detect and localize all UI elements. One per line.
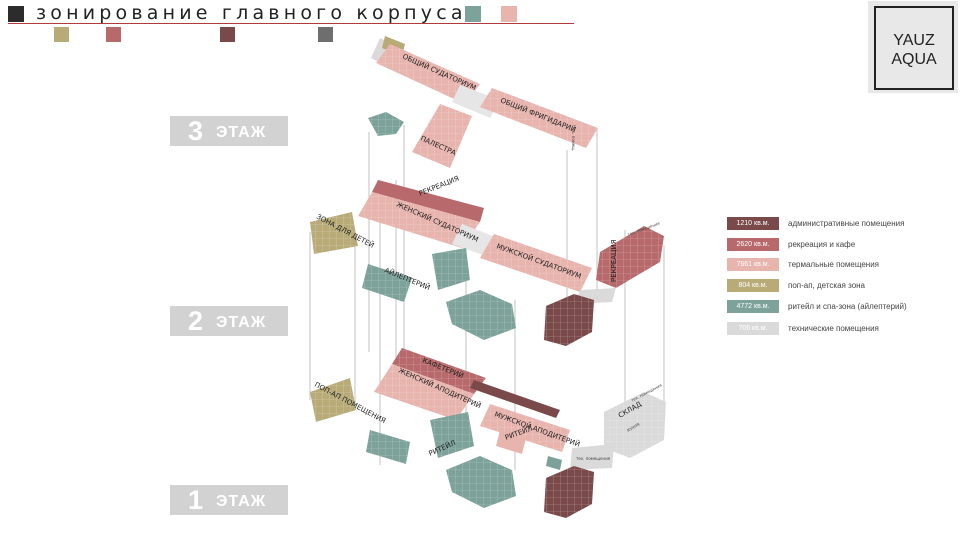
legend-swatch: 7661 кв.м. [727,258,779,271]
logo-frame: YAUZ AQUA [874,6,954,90]
floor-number: 2 [188,306,204,336]
floor-number: 3 [188,116,204,146]
legend-swatch: 2620 кв.м. [727,238,779,251]
header-swatch-black [8,6,24,22]
floor-number: 1 [188,485,204,515]
label-f1-tech-2: тех. помещения [576,456,611,461]
label-f3-tech: тех. помещ. [571,126,576,151]
header-rule [8,23,574,24]
f1-tech-strip [570,444,614,470]
legend-label: технические помещения [788,324,879,333]
legend-swatch: 4772 кв.м. [727,300,779,313]
header-swatch-retail [465,6,481,22]
floor-2-plan [310,180,664,346]
legend-swatch: 1210 кв.м. [727,217,779,230]
legend-label: рекреация и кафе [788,240,856,249]
f1-retail-small [496,430,526,454]
logo-line-1: YAUZ [893,32,935,49]
floor-word: ЭТАЖ [216,493,267,510]
header-swatch-recreation [106,27,121,42]
header-swatch-gray [318,27,333,42]
floor-label-3: 3 ЭТАЖ [170,116,288,146]
floor-word: ЭТАЖ [216,314,267,331]
floor-label-2: 2 ЭТАЖ [170,306,288,336]
f1-admin-corridor [470,380,560,418]
f1-retail-kiosk [546,456,562,470]
label-f1-kitchen: КУХНЯ [626,422,641,433]
header-swatch-popup [54,27,69,42]
page-title: зонирование главного корпуса [36,2,467,24]
floor-3-plan [368,36,598,168]
legend-swatch: 804 кв.м. [727,279,779,292]
header-swatch-thermal [501,6,517,22]
header-swatch-admin [220,27,235,42]
legend-swatch: 706 кв.м. [727,322,779,335]
logo-line-2: AQUA [891,51,937,68]
label-f2-recreation: РЕКРЕАЦИЯ [418,174,461,197]
logo: YAUZ AQUA [868,1,958,93]
floor-label-1: 1 ЭТАЖ [170,485,288,515]
legend-label: термальные помещения [788,260,879,269]
legend-label: поп-ап, детская зона [788,281,866,290]
legend-label: административные помещения [788,219,905,228]
f2-recreation-strip [372,180,484,222]
logo-text: YAUZ AQUA [876,31,952,69]
legend-label: ритейл и спа-зона (айлептерий) [788,302,907,311]
label-f2-recreation-right: РЕКРЕАЦИЯ [610,239,618,282]
floor-word: ЭТАЖ [216,124,267,141]
floor-1-plan [310,348,666,518]
